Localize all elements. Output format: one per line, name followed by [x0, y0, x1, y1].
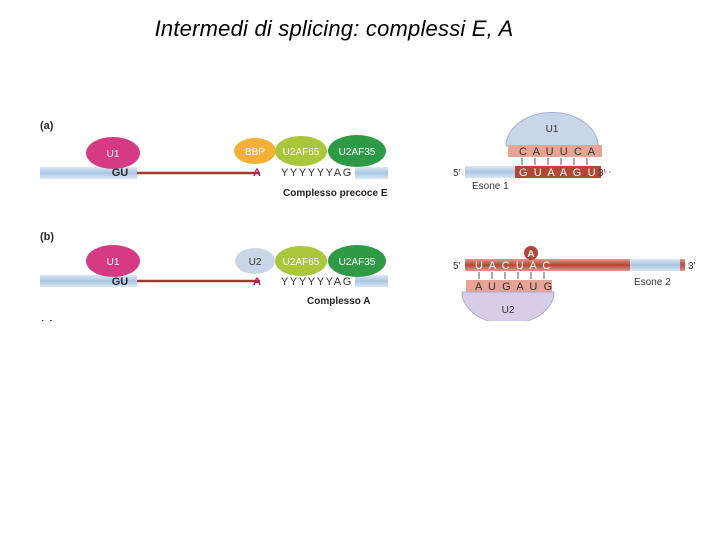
panel-a-exon-1-detail: [465, 166, 515, 178]
panel-a-5ss-sequence: G U A A G U: [519, 167, 597, 179]
panel-b-letter: (b): [40, 231, 54, 243]
u1-snrnp-label: U1: [546, 124, 559, 135]
panel-a-u1-protein: [86, 137, 140, 169]
panel-b-five-prime: 5′: [453, 261, 461, 272]
panel-a-bbp-protein: [234, 138, 276, 164]
panel-a-u2af65-label: U2AF65: [283, 147, 320, 158]
u1-snrnp-dome: [505, 112, 599, 147]
panel-a-u2af35-label: U2AF35: [339, 147, 376, 158]
panel-a-u2af35-protein: [328, 135, 386, 167]
panel-b-u2af65-protein: [275, 246, 327, 276]
panel-a-u1-label: U1: [107, 149, 120, 160]
panel-b-caption: Complesso A: [307, 296, 371, 307]
panel-b-u1-label: U1: [107, 257, 120, 268]
panel-b-polypyrimidine: YYYYYYAG: [281, 276, 353, 288]
panel-b-u2af65-label: U2AF65: [283, 257, 320, 268]
panel-b-branch-sequence: U A C U A C: [475, 260, 552, 272]
u2-rna-sequence: A U G A U G: [475, 281, 554, 293]
panel-b-u2-label: U2: [249, 257, 262, 268]
panel-a-five-prime: 5′: [453, 168, 461, 179]
u2-snrnp-label: U2: [502, 305, 515, 316]
panel-b-u1-protein: [86, 245, 140, 277]
panel-b-bulged-a: [524, 246, 538, 260]
panel-b-exon-1: [40, 275, 137, 287]
panel-b-bulged-a-label: A: [527, 249, 534, 260]
panel-a-three-prime: 3′: [598, 168, 606, 179]
panel-a-caption: Complesso precoce E: [283, 188, 388, 199]
panel-b-exon-2-detail: [630, 259, 680, 271]
panel-a-bbp-label: BBP: [245, 147, 265, 158]
panel-a-exon-label: Esone 1: [472, 181, 509, 192]
page-title: Intermedi di splicing: complessi E, A: [154, 16, 514, 41]
panel-b-exon-label: Esone 2: [634, 277, 671, 288]
panel-b-u2af35-protein: [328, 245, 386, 277]
u1-rna-strand: [508, 145, 602, 157]
panel-a-exon-2: [355, 167, 388, 179]
u2-rna-strand: [466, 280, 552, 292]
panel-b-u2-pairing: A U A C U A C A U G A U G U2 5′ 3′ Esone…: [453, 246, 696, 325]
panel-b-exon-2: [355, 275, 388, 287]
panel-b-three-prime: 3′: [688, 261, 696, 272]
panel-a-gu: GU: [112, 167, 129, 179]
panel-a-exon-1: [40, 167, 137, 179]
panel-a-letter: (a): [40, 120, 54, 132]
panel-b-gu: GU: [112, 276, 129, 288]
panel-a-u1-pairing: U1 C A U U C A G U A A G U 5′ 3′ Esone 1: [453, 112, 612, 192]
panel-b-u2af35-label: U2AF35: [339, 257, 376, 268]
panel-a-5ss-detail: [515, 166, 601, 178]
panel-a-polypyrimidine: YYYYYYAG: [281, 167, 353, 179]
panel-a-branch-point: A: [253, 167, 261, 179]
u1-rna-sequence: C A U U C A: [519, 146, 597, 158]
panel-a-u2af65-protein: [275, 136, 327, 166]
panel-b-base-pairs: [478, 272, 545, 279]
panel-c-crop-mask: [34, 321, 694, 341]
panel-b-branch-point: A: [253, 276, 261, 288]
panel-a-base-pairs: [521, 158, 588, 165]
panel-b-u2-protein: [235, 248, 275, 274]
